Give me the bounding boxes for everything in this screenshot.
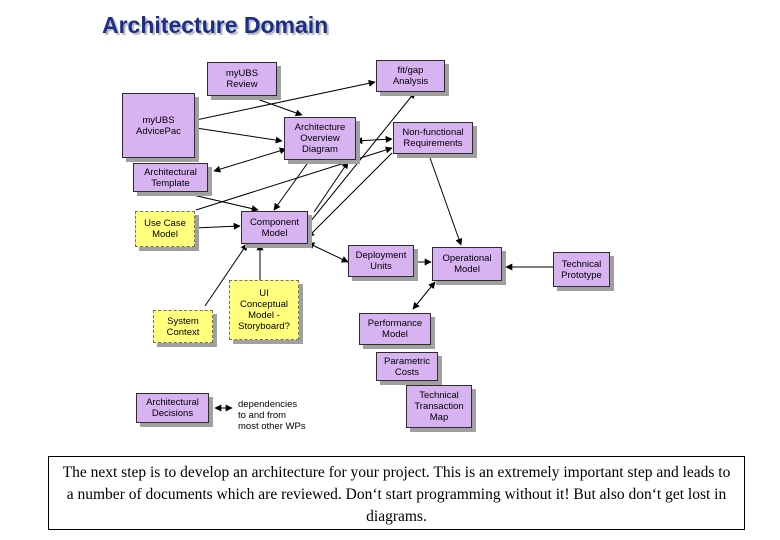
node-architectural-decisions: Architectural Decisions [136,393,209,423]
arrow-review-to-overview [242,93,303,117]
arrow-advicepac-to-fitgap [195,79,376,121]
node-performance-model: Performance Model [359,313,431,345]
node-architectural-template: Architectural Template [133,163,208,192]
node-technical-prototype: Technical Prototype [553,252,610,287]
arrow-nonfunctional-to-operational [428,154,463,246]
node-system-context: System Context [153,310,213,343]
arrow-advicepac-to-overview [195,127,283,144]
arrow-component-deployment [307,242,349,263]
arrow-nonfunctional-to-component [307,152,393,238]
page-title: Architecture Domain [102,12,329,38]
node-architecture-overview-diagram: Architecture Overview Diagram [284,117,356,160]
arrow-template-to-component [179,191,259,212]
arrow-system-context-to-component [204,243,248,307]
node-component-model: Component Model [241,211,308,244]
arrow-operational-performance [412,281,436,310]
node-myubs-advicepac: myUBS AdvicePac [122,93,195,158]
arrow-overview-to-component [273,156,313,211]
node-myubs-review: myUBS Review [207,62,277,96]
node-parametric-costs: Parametric Costs [376,352,438,381]
node-ui-conceptual-model: UI Conceptual Model - Storyboard? [229,280,299,340]
node-technical-transaction-map: Technical Transaction Map [406,385,472,428]
node-nonfunctional-requirements: Non-functional Requirements [393,122,473,154]
arrow-template-overview [213,147,287,173]
node-fit-gap-analysis: fit/gap Analysis [376,60,445,92]
node-deployment-units: Deployment Units [348,245,414,277]
arrow-usecase-to-nonfunctional [195,146,393,211]
node-use-case-model: Use Case Model [135,211,195,247]
arrow-component-to-overview [313,161,349,213]
arrow-nonfunctional-overview [355,135,393,145]
arrow-usecase-to-component [193,222,241,230]
caption-note: The next step is to develop an architect… [48,456,745,530]
node-operational-model: Operational Model [432,247,502,281]
legend-dependencies-text: dependencies to and from most other WPs [238,399,306,432]
